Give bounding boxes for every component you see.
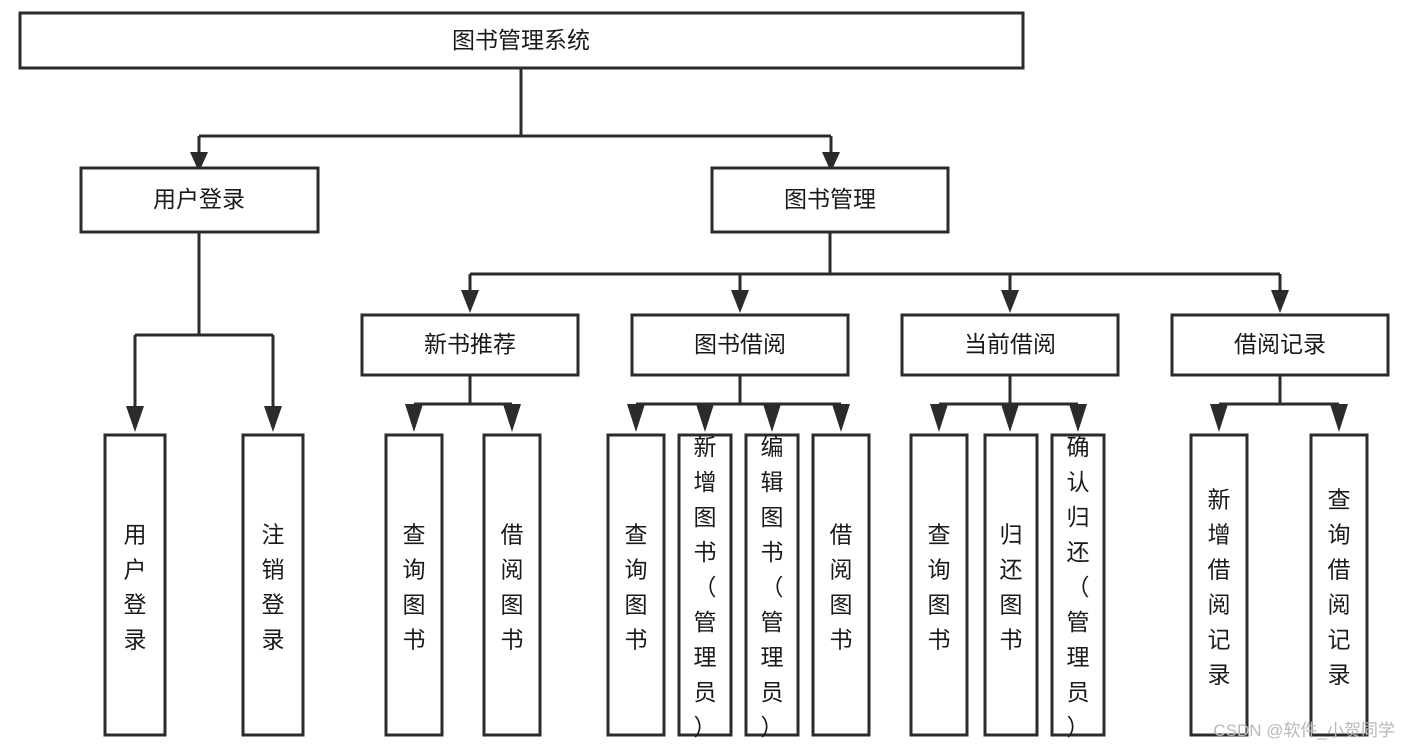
node-new-book-rec-label: 新书推荐 — [424, 331, 516, 357]
leaf-query-record[interactable]: 查询借阅记录 — [1309, 433, 1369, 737]
leaf-query-book-1-box[interactable] — [384, 433, 444, 737]
leaf-edit-book-box[interactable] — [744, 433, 800, 737]
node-book-borrow-label: 图书借阅 — [694, 331, 786, 357]
leaf-user-login-box[interactable] — [103, 433, 167, 737]
leaf-query-book-1-label: 查询图书 — [403, 521, 426, 652]
connector-book-borrow-to-leaves — [634, 375, 843, 414]
arrow-head-to-user-login — [190, 152, 208, 172]
arrow-head-to-new-book-rec — [461, 290, 479, 313]
leaf-query-book-3-label: 查询图书 — [928, 521, 951, 652]
leaf-user-logout[interactable]: 注销登录 — [241, 433, 305, 737]
leaf-query-book-2-box[interactable] — [606, 433, 666, 737]
node-borrow-record[interactable]: 借阅记录 — [1170, 313, 1390, 377]
leaf-borrow-book-1[interactable]: 借阅图书 — [482, 433, 542, 737]
leaf-user-logout-box[interactable] — [241, 433, 305, 737]
connector-root-to-level2 — [197, 68, 833, 160]
leaf-user-login[interactable]: 用户登录 — [103, 433, 167, 737]
leaf-borrow-book-1-label: 借阅图书 — [501, 521, 524, 652]
leaf-confirm-return-label: 确认归还（管理员） — [1067, 434, 1090, 740]
node-root-box[interactable] — [18, 11, 1025, 70]
leaf-edit-book[interactable]: 编辑图书（管理员） — [744, 433, 800, 740]
leaf-add-record[interactable]: 新增借阅记录 — [1189, 433, 1249, 737]
leaf-query-book-3-box[interactable] — [909, 433, 969, 737]
connector-borrow-record-to-leaves — [1217, 375, 1341, 414]
leaf-query-book-2-label: 查询图书 — [625, 521, 648, 652]
arrow-head-leaf-return-book — [1001, 404, 1019, 432]
node-current-borrow-label: 当前借阅 — [964, 331, 1056, 357]
arrow-head-leaf-query-book-2 — [627, 404, 645, 432]
arrow-head-leaf-add-record — [1210, 404, 1228, 432]
node-book-borrow-box[interactable] — [630, 313, 850, 377]
arrow-head-leaf-user-logout — [264, 406, 282, 432]
connector-user-login-to-leaves — [133, 232, 275, 414]
node-new-book-rec[interactable]: 新书推荐 — [360, 313, 580, 377]
leaf-borrow-book-2-label: 借阅图书 — [830, 521, 853, 652]
arrow-head-leaf-add-book — [696, 404, 714, 432]
arrow-head-to-borrow-record — [1271, 290, 1289, 313]
node-book-borrow[interactable]: 图书借阅 — [630, 313, 850, 377]
node-book-mgmt-label: 图书管理 — [784, 186, 876, 212]
arrow-head-to-book-mgmt — [822, 152, 840, 172]
arrow-head-leaf-query-book-1 — [405, 404, 423, 432]
leaf-confirm-return-box[interactable] — [1050, 433, 1106, 737]
connector-new-book-rec-to-leaves — [412, 375, 514, 414]
arrow-head-leaf-user-login — [126, 406, 144, 432]
leaf-query-book-2[interactable]: 查询图书 — [606, 433, 666, 737]
leaf-add-record-box[interactable] — [1189, 433, 1249, 737]
leaf-borrow-book-1-box[interactable] — [482, 433, 542, 737]
leaf-borrow-book-2[interactable]: 借阅图书 — [811, 433, 871, 737]
leaf-return-book-box[interactable] — [983, 433, 1039, 737]
leaf-query-record-box[interactable] — [1309, 433, 1369, 737]
arrow-head-leaf-query-record — [1330, 404, 1348, 432]
leaf-add-book[interactable]: 新增图书（管理员） — [677, 433, 733, 740]
leaf-query-book-3[interactable]: 查询图书 — [909, 433, 969, 737]
arrow-head-leaf-borrow-book-1 — [503, 404, 521, 432]
node-book-mgmt-box[interactable] — [710, 166, 950, 234]
leaf-return-book[interactable]: 归还图书 — [983, 433, 1039, 737]
node-current-borrow[interactable]: 当前借阅 — [900, 313, 1120, 377]
leaf-query-book-1[interactable]: 查询图书 — [384, 433, 444, 737]
node-user-login-box[interactable] — [79, 166, 320, 234]
arrow-head-leaf-query-book-3 — [930, 404, 948, 432]
node-current-borrow-box[interactable] — [900, 313, 1120, 377]
leaf-node-layer: 用户登录 注销登录 查询图书 借阅图书 查询图书 新增图书（管理员） 编辑图书（管理员） 借阅… — [103, 433, 1369, 740]
leaf-confirm-return[interactable]: 确认归还（管理员） — [1050, 433, 1106, 740]
leaf-add-record-label: 新增借阅记录 — [1208, 486, 1231, 687]
leaf-edit-book-label: 编辑图书（管理员） — [761, 434, 784, 740]
node-borrow-record-box[interactable] — [1170, 313, 1390, 377]
node-book-mgmt[interactable]: 图书管理 — [710, 166, 950, 234]
node-root[interactable]: 图书管理系统 — [18, 11, 1025, 70]
node-borrow-record-label: 借阅记录 — [1234, 331, 1326, 357]
leaf-user-login-label: 用户登录 — [124, 521, 147, 652]
arrow-head-to-current-borrow — [1001, 290, 1019, 313]
leaf-user-logout-label: 注销登录 — [262, 521, 285, 652]
arrow-head-leaf-edit-book — [763, 404, 781, 432]
node-user-login-label: 用户登录 — [153, 186, 245, 212]
leaf-query-record-label: 查询借阅记录 — [1328, 486, 1351, 687]
arrow-head-leaf-confirm-return — [1069, 404, 1087, 432]
node-user-login[interactable]: 用户登录 — [79, 166, 320, 234]
leaf-add-book-label: 新增图书（管理员） — [694, 434, 717, 740]
leaf-add-book-box[interactable] — [677, 433, 733, 737]
arrow-head-to-book-borrow — [731, 290, 749, 313]
leaf-return-book-label: 归还图书 — [1000, 521, 1023, 652]
node-new-book-rec-box[interactable] — [360, 313, 580, 377]
leaf-borrow-book-2-box[interactable] — [811, 433, 871, 737]
arrow-head-leaf-borrow-book-2 — [832, 404, 850, 432]
connector-layer — [126, 68, 1348, 432]
node-root-label: 图书管理系统 — [452, 27, 590, 53]
connector-book-mgmt-to-level3 — [468, 232, 1282, 296]
